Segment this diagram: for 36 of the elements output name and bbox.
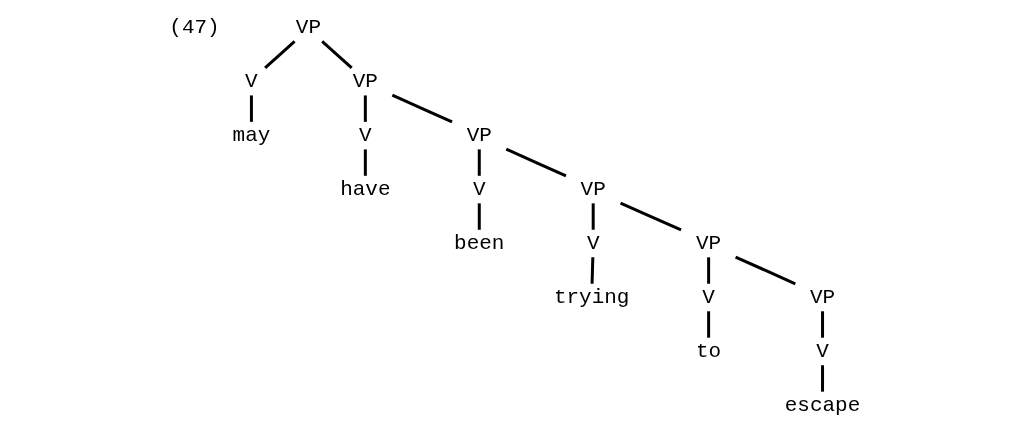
node-text: escape [784, 393, 860, 417]
node-text: V [815, 339, 829, 363]
node-text: VP [809, 285, 835, 309]
connector [591, 203, 595, 230]
connector [734, 255, 796, 286]
node-text: VP [295, 16, 321, 40]
node-text: VP [580, 178, 606, 202]
node-text: may [232, 124, 270, 148]
connector [820, 311, 824, 338]
node-text: VP [466, 124, 492, 148]
connector [706, 311, 710, 338]
node-text: have [339, 178, 391, 202]
connector [363, 95, 367, 122]
connector [706, 257, 710, 284]
connector [477, 203, 481, 230]
node-text: been [453, 232, 504, 256]
node-text: V [701, 285, 715, 309]
connector [263, 40, 296, 69]
connector [820, 365, 824, 392]
node-text: V [244, 70, 258, 94]
connector [590, 257, 594, 284]
label: (47) [168, 16, 220, 40]
node-text: trying [553, 285, 629, 309]
connector [320, 40, 353, 69]
connector [391, 93, 453, 124]
node-text: VP [352, 70, 378, 94]
node-text: V [472, 178, 486, 202]
node-text: VP [695, 232, 721, 256]
connector [363, 149, 367, 176]
node-text: to [695, 339, 721, 363]
node-text: V [358, 124, 372, 148]
connector [619, 201, 682, 232]
connector [505, 147, 567, 178]
node-text: V [586, 232, 599, 256]
connector [249, 95, 253, 122]
connector [477, 149, 481, 176]
